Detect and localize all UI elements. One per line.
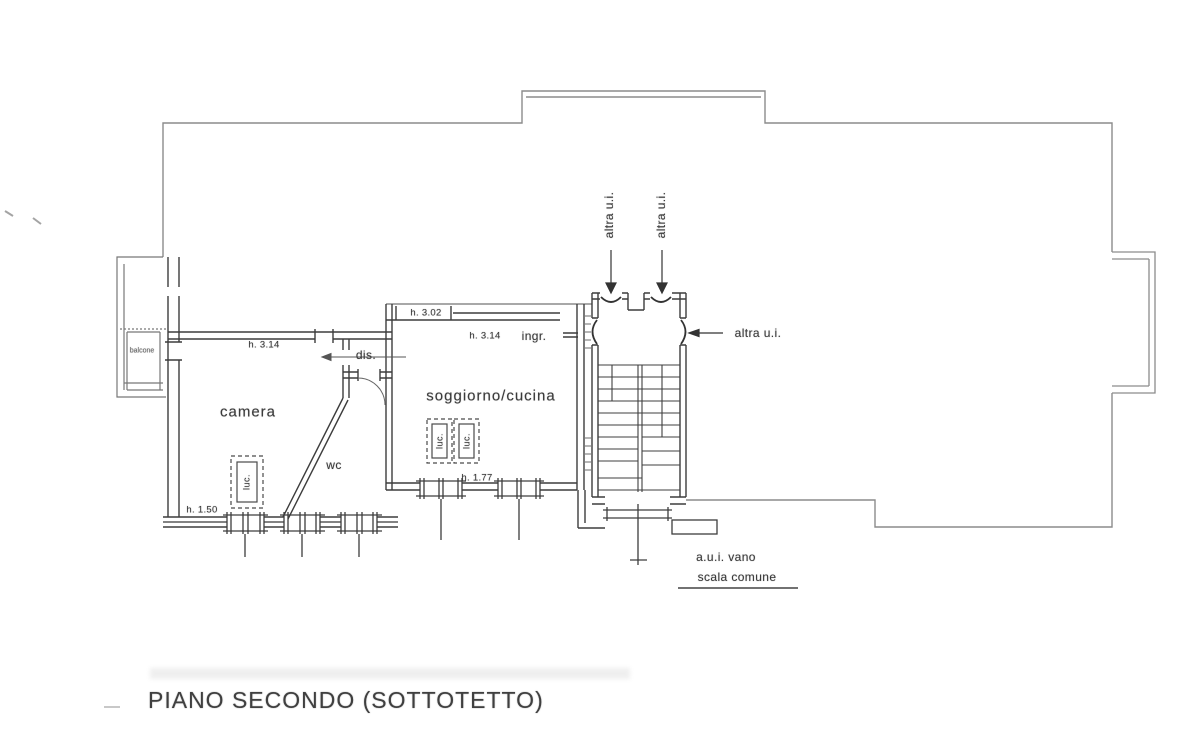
page-title: PIANO SECONDO (SOTTOTETTO) bbox=[148, 687, 544, 713]
annotation-stair-core-2: scala comune bbox=[697, 570, 777, 584]
annotation-altra-ui-1: altra u.i. bbox=[602, 191, 616, 239]
stairwell-walls bbox=[591, 292, 687, 505]
building-outline bbox=[162, 90, 1113, 528]
scan-smudge bbox=[150, 668, 630, 679]
room-label-balcone: balcone bbox=[129, 347, 155, 355]
stairwell-bottom-step bbox=[603, 504, 718, 565]
height-label-soggiorno-window: h. 1.77 bbox=[461, 472, 493, 484]
skylight-boxes bbox=[230, 418, 480, 509]
scan-specks bbox=[4, 210, 120, 708]
room-label-camera: camera bbox=[219, 403, 277, 421]
window-icons-camera bbox=[223, 512, 382, 557]
annotation-altra-ui-2: altra u.i. bbox=[654, 191, 668, 239]
room-label-ingresso: ingr. bbox=[521, 329, 547, 343]
stairwell-door-arcs bbox=[591, 296, 687, 345]
window-icons-soggiorno bbox=[416, 478, 544, 540]
dimension-line-dis bbox=[320, 352, 406, 362]
annotation-stair-core-1: a.u.i. vano bbox=[696, 550, 756, 564]
wall-hatching bbox=[585, 315, 591, 471]
altra-ui-arrows bbox=[605, 250, 723, 338]
height-label-soggiorno-top: h. 3.02 bbox=[410, 307, 442, 319]
door-arc-dis bbox=[357, 377, 386, 406]
apartment-walls bbox=[163, 257, 605, 529]
height-label-camera: h. 3.14 bbox=[248, 339, 280, 351]
room-label-soggiorno: soggiorno/cucina bbox=[426, 387, 556, 405]
stairs bbox=[598, 364, 680, 492]
annotation-altra-ui-3: altra u.i. bbox=[734, 326, 782, 340]
height-label-camera-window: h. 1.50 bbox=[186, 504, 218, 516]
skylight-label-soggiorno-2: luc. bbox=[461, 432, 472, 450]
height-label-ingresso: h. 3.14 bbox=[469, 330, 501, 342]
right-dormer-outline bbox=[1112, 251, 1156, 394]
room-label-dis: dis. bbox=[355, 348, 377, 362]
skylight-label-camera: luc. bbox=[241, 473, 252, 491]
balcony-outline bbox=[116, 256, 168, 398]
room-label-wc: wc bbox=[326, 458, 342, 472]
skylight-label-soggiorno-1: luc. bbox=[434, 432, 445, 450]
